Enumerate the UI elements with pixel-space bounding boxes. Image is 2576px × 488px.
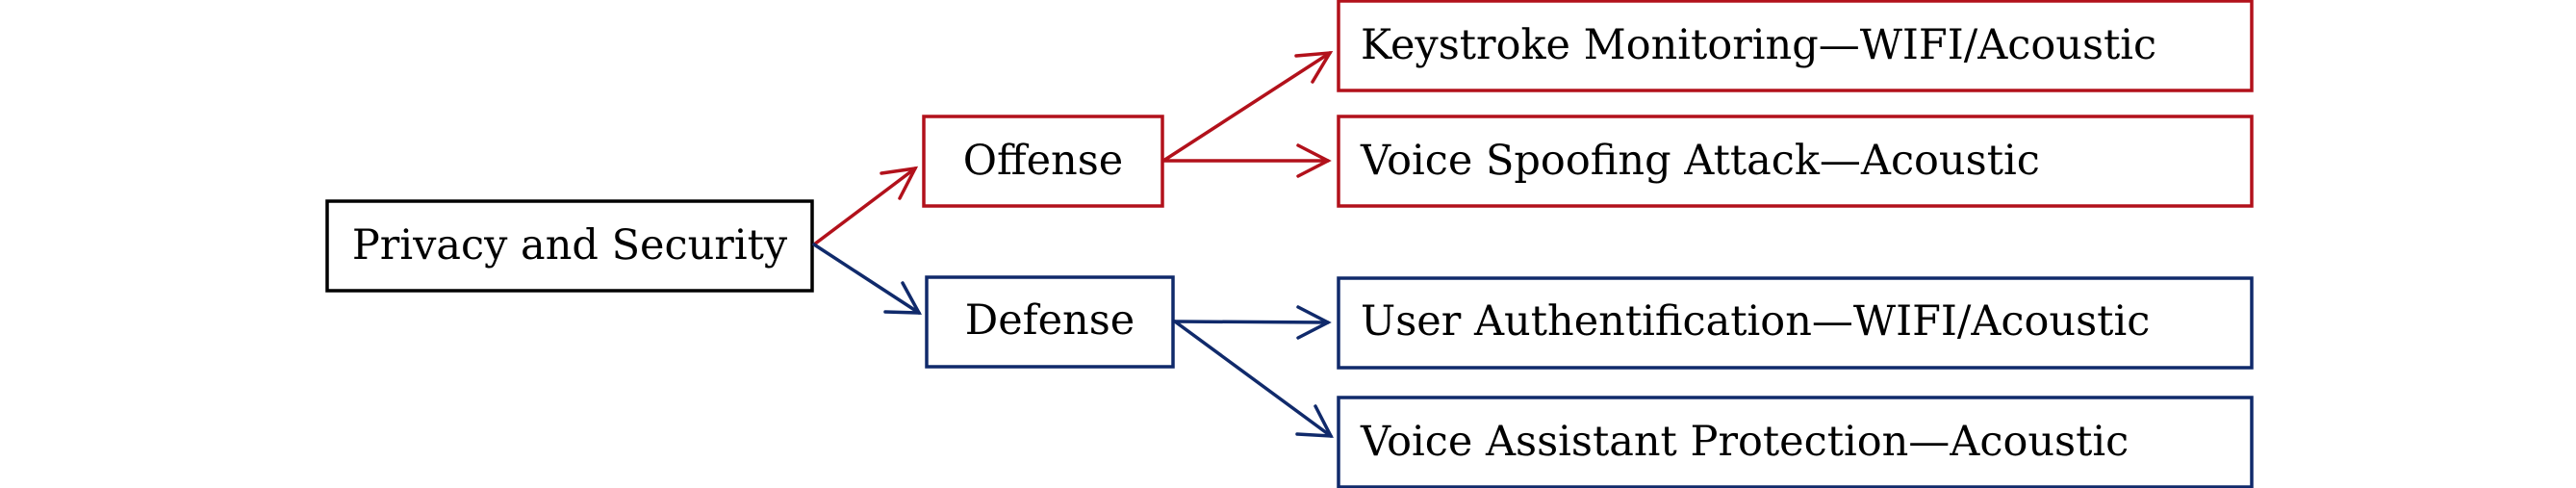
leaf-node-voice-assistant-protection: Voice Assistant Protection—Acoustic bbox=[1337, 396, 2254, 488]
arrow-defense-to-assistant bbox=[1173, 320, 1334, 438]
offense-node: Offense bbox=[922, 115, 1164, 208]
root-node-label: Privacy and Security bbox=[352, 221, 788, 270]
arrow-offense-to-spoofing bbox=[1161, 143, 1332, 178]
arrow-offense-to-spoofing-head bbox=[1296, 143, 1332, 178]
offense-node-label: Offense bbox=[963, 137, 1123, 185]
defense-node-box bbox=[925, 275, 1175, 369]
leaf-node-voice-spoofing-attack: Voice Spoofing Attack—Acoustic bbox=[1337, 115, 2254, 208]
arrow-offense-to-keystroke bbox=[1161, 50, 1334, 163]
leaf-node-keystroke-monitoring: Keystroke Monitoring—WIFI/Acoustic bbox=[1337, 0, 2254, 92]
arrow-defense-to-authentification-shaft bbox=[1173, 320, 1330, 324]
arrow-defense-to-assistant-head bbox=[1295, 404, 1334, 438]
leaf-label-user-authentification: User Authentification—WIFI/Acoustic bbox=[1361, 297, 2150, 346]
arrow-offense-to-keystroke-shaft bbox=[1161, 51, 1332, 163]
arrow-offense-to-keystroke-head bbox=[1294, 50, 1334, 84]
arrow-root-to-defense bbox=[812, 243, 923, 315]
arrow-defense-to-authentification bbox=[1173, 305, 1332, 340]
defense-node: Defense bbox=[925, 275, 1175, 369]
arrow-root-to-defense-head bbox=[883, 281, 923, 315]
offense-node-box bbox=[922, 115, 1164, 208]
leaf-label-keystroke-monitoring: Keystroke Monitoring—WIFI/Acoustic bbox=[1361, 21, 2156, 69]
arrow-defense-to-authentification-head bbox=[1296, 305, 1332, 340]
arrow-root-to-offense-shaft bbox=[812, 167, 917, 246]
leaf-label-voice-assistant-protection: Voice Assistant Protection—Acoustic bbox=[1360, 418, 2129, 466]
leaf-box-user-authentification bbox=[1337, 276, 2254, 370]
leaf-label-voice-spoofing-attack: Voice Spoofing Attack—Acoustic bbox=[1360, 137, 2040, 185]
root-node-box bbox=[325, 199, 814, 293]
root-node: Privacy and Security bbox=[325, 199, 814, 293]
arrow-root-to-offense-head bbox=[880, 166, 919, 200]
leaf-node-user-authentification: User Authentification—WIFI/Acoustic bbox=[1337, 276, 2254, 370]
leaf-box-keystroke-monitoring bbox=[1337, 0, 2254, 92]
arrow-defense-to-assistant-shaft bbox=[1173, 320, 1333, 438]
leaf-box-voice-spoofing-attack bbox=[1337, 115, 2254, 208]
leaf-box-voice-assistant-protection bbox=[1337, 396, 2254, 488]
defense-node-label: Defense bbox=[965, 296, 1135, 345]
arrow-root-to-offense bbox=[812, 166, 919, 246]
arrow-root-to-defense-shaft bbox=[812, 243, 921, 315]
